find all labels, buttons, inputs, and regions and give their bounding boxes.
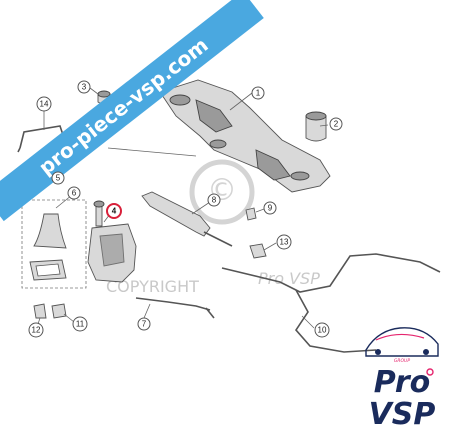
- svg-text:14: 14: [40, 100, 49, 109]
- part-13-bracket: [249, 243, 267, 259]
- callout-8: 8: [207, 193, 221, 207]
- logo-group-text: GROUP: [394, 358, 410, 364]
- svg-text:10: 10: [318, 326, 327, 335]
- callout-6: 6: [67, 186, 81, 200]
- svg-text:5: 5: [56, 174, 61, 183]
- watermark-brand-text: Pro VSP: [258, 269, 320, 288]
- part-8-handbrake-lever: [141, 191, 233, 247]
- part-9-clip: [245, 207, 257, 221]
- part-6-gear-boot-kit: [21, 199, 87, 289]
- callout-10: 10: [314, 322, 330, 338]
- part-7-cable: [135, 297, 215, 319]
- svg-text:11: 11: [76, 320, 85, 329]
- callout-5-label: 5: [51, 171, 65, 185]
- svg-text:12: 12: [32, 326, 41, 335]
- provsp-logo: GROUP Pro VSP: [365, 327, 439, 432]
- callout-2: 2: [329, 117, 343, 131]
- svg-text:6: 6: [72, 189, 77, 198]
- svg-text:9: 9: [268, 204, 273, 213]
- part-12-bracket: [33, 303, 47, 319]
- svg-text:8: 8: [212, 196, 217, 205]
- svg-text:1: 1: [256, 89, 261, 98]
- part-4-gear-shift-mechanism: [87, 200, 137, 283]
- part-11-bracket: [51, 303, 67, 319]
- callout-4-highlighted: 4: [106, 203, 122, 219]
- svg-text:7: 7: [142, 320, 147, 329]
- callout-14: 14: [36, 96, 52, 112]
- callout-1: 1: [251, 86, 265, 100]
- svg-text:3: 3: [82, 83, 87, 92]
- part-10-brake-cables: [221, 253, 441, 353]
- callout-9: 9: [263, 201, 277, 215]
- part-2-cup-holder: [305, 111, 327, 142]
- callout-7: 7: [137, 317, 151, 331]
- svg-text:2: 2: [334, 120, 339, 129]
- callout-3: 3: [77, 80, 91, 94]
- part-1-floor-console: [159, 79, 331, 193]
- svg-text:4: 4: [112, 207, 117, 216]
- callout-12: 12: [28, 322, 44, 338]
- logo-line-vsp: VSP: [369, 397, 436, 432]
- callout-11: 11: [72, 316, 88, 332]
- callout-13: 13: [276, 234, 292, 250]
- svg-text:13: 13: [280, 238, 289, 247]
- watermark-copyright-text: COPYRIGHT: [106, 277, 199, 296]
- logo-line-pro: Pro: [374, 365, 430, 400]
